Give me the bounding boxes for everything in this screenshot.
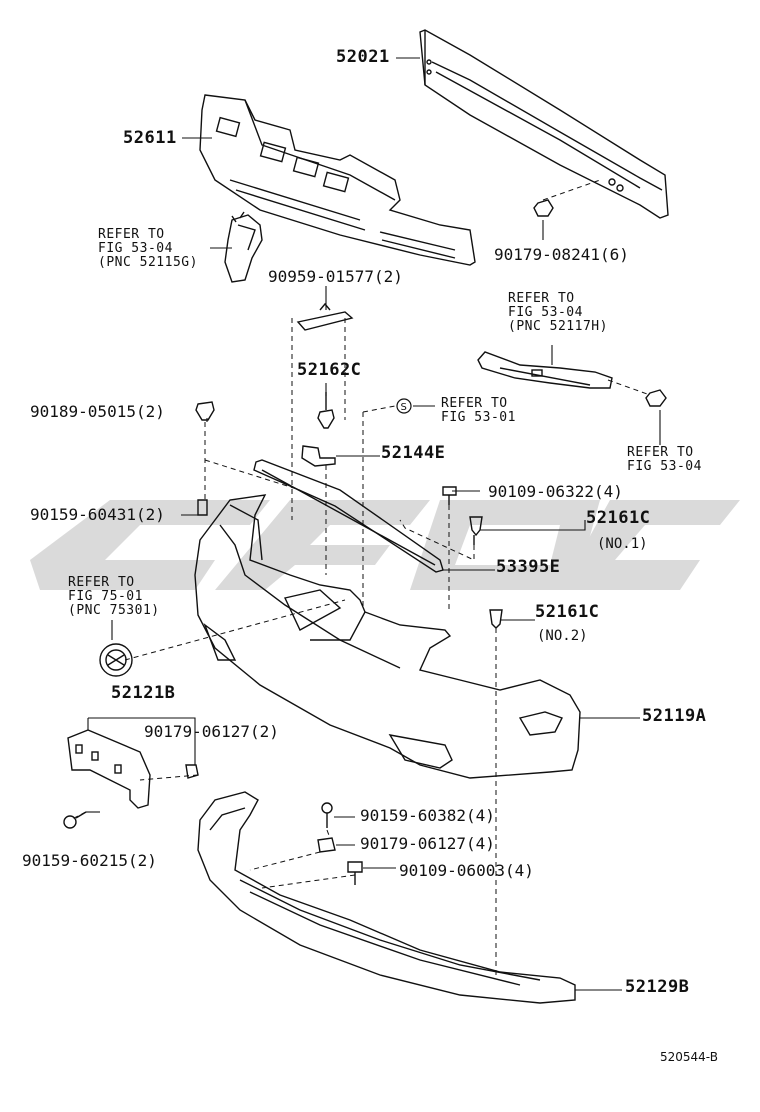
label-90179-06127-b: 90179-06127(4) <box>360 834 495 853</box>
ref-line: FIG 53-04 <box>627 459 702 474</box>
label-52144e: 52144E <box>381 443 446 463</box>
emblem-75301 <box>99 643 133 677</box>
leader-lines <box>86 57 661 991</box>
spoiler-52129b <box>197 791 576 1004</box>
label-52161c-no2: 52161C <box>535 602 600 622</box>
ref-line: REFER TO <box>508 291 575 306</box>
ref-fig-53-04-c: REFER TO FIG 53-04 <box>627 446 702 474</box>
label-90179-08241: 90179-08241(6) <box>494 245 629 264</box>
label-52129b: 52129B <box>625 977 690 997</box>
ref-line: REFER TO <box>68 575 135 590</box>
label-52611: 52611 <box>123 128 177 148</box>
bumper-reinforcement-52021 <box>419 29 669 219</box>
side-bracket-right <box>477 351 613 389</box>
label-90109-06003: 90109-06003(4) <box>399 861 534 880</box>
screw-90109-06322 <box>442 486 457 505</box>
label-no1: (NO.1) <box>597 536 648 552</box>
license-bracket-52121b <box>67 729 151 809</box>
label-52121b: 52121B <box>111 683 176 703</box>
label-90179-06127-a: 90179-06127(2) <box>144 722 279 741</box>
bracket-52144e <box>301 445 336 467</box>
ref-line: FIG 75-01 <box>68 589 143 604</box>
ref-line: (PNC 52117H) <box>508 319 608 334</box>
screw-90159-60382 <box>321 802 333 828</box>
ref-line: FIG 53-04 <box>508 305 583 320</box>
nut-90179-08241 <box>533 199 554 217</box>
ref-line: FIG 53-04 <box>98 241 173 256</box>
label-90159-60382: 90159-60382(4) <box>360 806 495 825</box>
clip-right-53-04 <box>645 389 667 407</box>
label-90159-60431: 90159-60431(2) <box>30 505 165 524</box>
label-90109-06322: 90109-06322(4) <box>488 482 623 501</box>
ref-line: (PNC 75301) <box>68 603 160 618</box>
assembly-dash-lines <box>69 179 651 975</box>
screw-90109-06003 <box>347 861 363 885</box>
screw-90159-60215 <box>63 811 87 829</box>
label-52119a: 52119A <box>642 706 707 726</box>
label-52162c: 52162C <box>297 360 362 380</box>
clip-52161c-no1 <box>469 516 483 545</box>
ref-fig-53-04-a: REFER TO FIG 53-04 (PNC 52115G) <box>98 228 198 270</box>
symbol-s-circle <box>396 398 412 414</box>
nut-90179-06127-b <box>317 837 336 853</box>
ref-fig-53-04-b: REFER TO FIG 53-04 (PNC 52117H) <box>508 292 608 334</box>
ref-line: REFER TO <box>627 445 694 460</box>
clip-90189-05015 <box>195 401 215 421</box>
label-90959-01577: 90959-01577(2) <box>268 267 403 286</box>
clip-52162c <box>317 392 335 429</box>
retainer-90959 <box>296 302 354 331</box>
ref-line: FIG 53-01 <box>441 410 516 425</box>
ref-line: REFER TO <box>441 396 508 411</box>
label-90189-05015: 90189-05015(2) <box>30 402 165 421</box>
label-90159-60215: 90159-60215(2) <box>22 851 157 870</box>
ref-line: (PNC 52115G) <box>98 255 198 270</box>
label-no2: (NO.2) <box>537 628 588 644</box>
label-52161c-no1: 52161C <box>586 508 651 528</box>
diagram-id: 520544-B <box>660 1050 718 1064</box>
label-53395e: 53395E <box>496 557 561 577</box>
ref-fig-75-01: REFER TO FIG 75-01 (PNC 75301) <box>68 576 160 618</box>
ref-fig-53-01: REFER TO FIG 53-01 <box>441 397 516 425</box>
clip-52161c-no2 <box>489 609 503 629</box>
symbol-s-text: S <box>401 402 407 413</box>
screw-90159-60431 <box>197 499 208 516</box>
bumper-absorber-52611 <box>199 94 476 266</box>
ref-line: REFER TO <box>98 227 165 242</box>
side-bracket-left <box>224 211 263 283</box>
bumper-cover-52119a <box>194 494 581 779</box>
label-52021: 52021 <box>336 47 390 67</box>
